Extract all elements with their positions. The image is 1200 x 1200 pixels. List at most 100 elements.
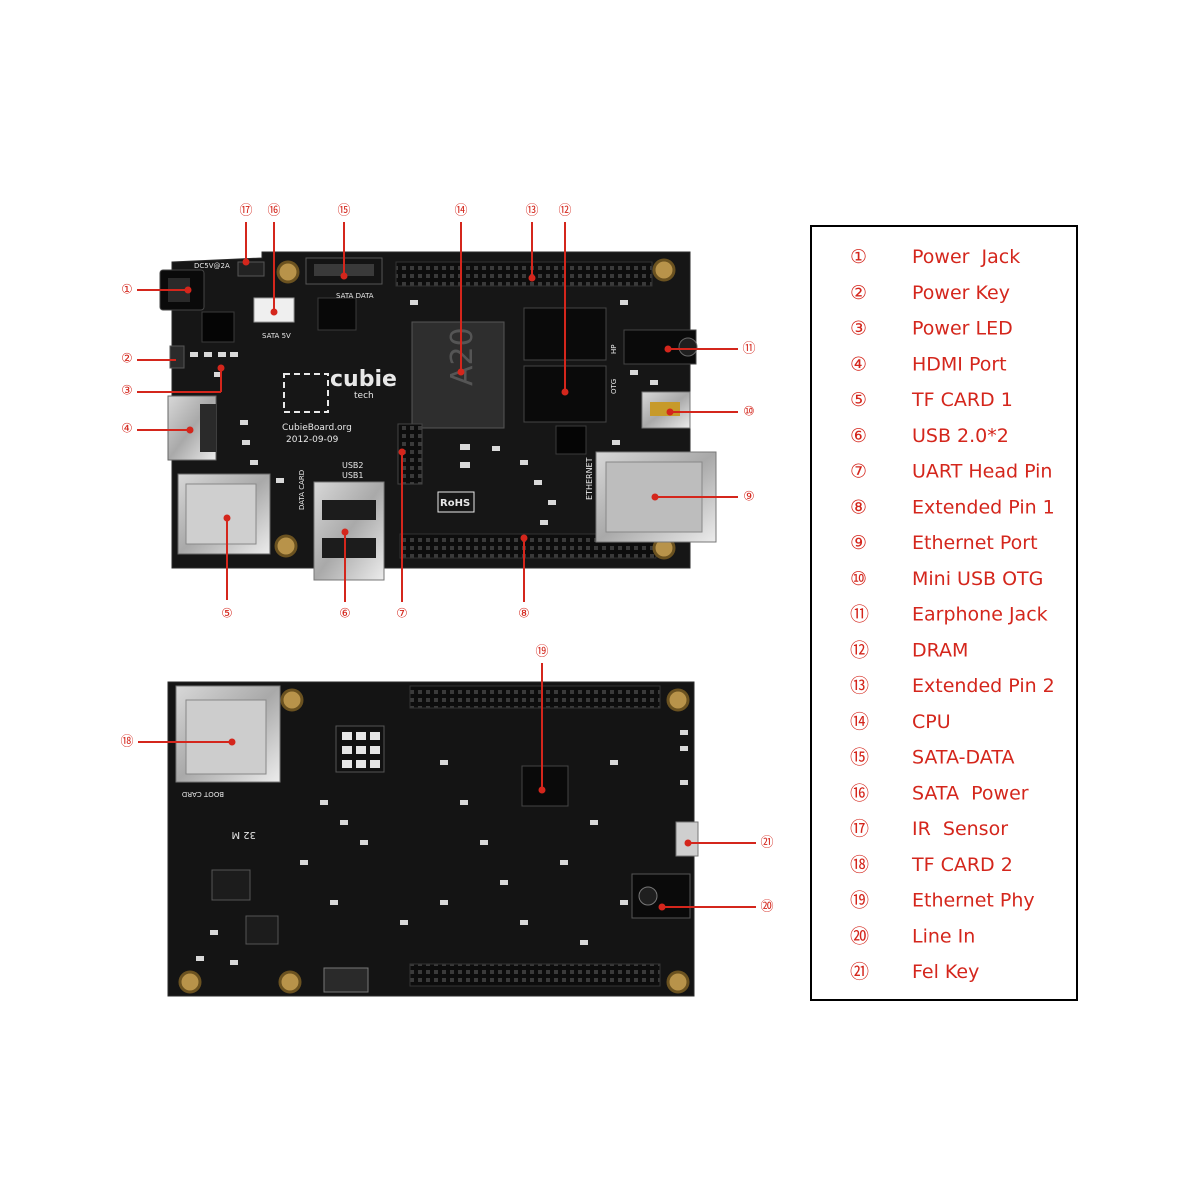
- silk-otg: OTG: [610, 379, 618, 394]
- legend-number: ⑳: [850, 925, 869, 947]
- extended-pin-2-header: [395, 261, 653, 287]
- legend-label: Line In: [912, 925, 975, 947]
- ethernet-phy-chip: [521, 765, 569, 807]
- callout-14: ⑭: [454, 204, 467, 219]
- usb-port-1-opening: [322, 500, 376, 520]
- legend-label: SATA Power: [912, 782, 1029, 804]
- silk-hp: HP: [610, 345, 618, 355]
- legend-number: ⑥: [850, 425, 867, 447]
- silk-dc: DC5V@2A: [194, 262, 230, 270]
- leader-dot: [242, 258, 250, 266]
- callout-20: ⑳: [760, 900, 773, 915]
- leader-dot: [398, 448, 406, 456]
- connector-small: [323, 967, 369, 993]
- leader-dot: [341, 528, 349, 536]
- leader-dot: [520, 534, 528, 542]
- rohs-logo: [437, 491, 475, 513]
- legend-label: Power Jack: [912, 246, 1020, 268]
- pmu-chip: [201, 311, 235, 343]
- mounting-hole: [276, 260, 300, 284]
- mounting-hole: [280, 688, 304, 712]
- legend-label: Ethernet Port: [912, 532, 1038, 554]
- power-key: [169, 345, 185, 369]
- legend-number: ⑯: [850, 782, 869, 804]
- mounting-hole: [278, 970, 302, 994]
- legend-row: ⑭ CPU: [850, 711, 951, 733]
- leader-dot: [228, 738, 236, 746]
- callout-13: ⑬: [525, 204, 538, 219]
- legend-label: CPU: [912, 711, 951, 733]
- leader-dot: [666, 408, 674, 416]
- mounting-hole: [666, 688, 690, 712]
- legend-frame: [810, 225, 1078, 1001]
- regulator-chip: [317, 297, 357, 331]
- leader-dot: [223, 514, 231, 522]
- legend-number: ⑩: [850, 568, 867, 590]
- cubie-logo-frame: [283, 373, 329, 413]
- callout-6: ⑥: [339, 607, 351, 622]
- leader-dot: [340, 272, 348, 280]
- legend-number: ⑪: [850, 604, 869, 626]
- fel-key: [675, 821, 699, 857]
- bottom-pin-header-bottom: [409, 963, 661, 987]
- legend-number: ⑭: [850, 711, 869, 733]
- legend-label: Power LED: [912, 318, 1013, 340]
- ir-sensor: [237, 261, 265, 277]
- silk-data-card: DATA CARD: [298, 470, 306, 510]
- silk-brand-top: cubie: [330, 367, 397, 392]
- mounting-hole: [666, 970, 690, 994]
- pin-block-pads: [342, 732, 380, 768]
- tf-card-2-slot-cover: [185, 699, 267, 775]
- legend-number: ⑧: [850, 496, 867, 518]
- leader-dot: [528, 274, 536, 282]
- smd-components: [190, 300, 658, 525]
- silk-usb1: USB1: [342, 471, 364, 480]
- legend-number: ④: [850, 353, 867, 375]
- legend-label: HDMI Port: [912, 353, 1007, 375]
- legend-label: Fel Key: [912, 961, 979, 983]
- legend-number: ⑦: [850, 461, 867, 483]
- callout-9: ⑨: [743, 490, 755, 505]
- legend-label: IR Sensor: [912, 818, 1008, 840]
- mounting-hole: [652, 258, 676, 282]
- legend-label: Mini USB OTG: [912, 568, 1043, 590]
- legend-label: Extended Pin 2: [912, 675, 1055, 697]
- inductor: [245, 915, 279, 945]
- silk-ethernet: ETHERNET: [585, 457, 594, 500]
- leader-dot: [186, 426, 194, 434]
- callout-lines: [137, 222, 756, 911]
- legend-row: ③ Power LED: [850, 318, 1013, 340]
- legend-number: ③: [850, 318, 867, 340]
- silk-boot-card: BOOT CARD: [182, 790, 224, 798]
- callout-18: ⑱: [120, 735, 133, 750]
- legend-row: ⑯ SATA Power: [850, 782, 1029, 804]
- silk-sata-data: SATA DATA: [336, 292, 374, 300]
- callout-11: ⑪: [742, 342, 755, 357]
- leader-dot: [664, 345, 672, 353]
- callout-12: ⑫: [558, 204, 571, 219]
- smd-components: [196, 730, 688, 965]
- silk-chip: A20: [445, 327, 480, 386]
- leader-dot: [561, 388, 569, 396]
- silk-rohs: RoHS: [440, 498, 470, 509]
- callout-3: ③: [121, 384, 133, 399]
- mounting-hole: [178, 970, 202, 994]
- callout-8: ⑧: [518, 607, 530, 622]
- callout-numbers: ① ② ③ ④ ⑤ ⑥ ⑦ ⑧ ⑨ ⑩ ⑪ ⑫ ⑬ ⑭ ⑮ ⑯ ⑰ ⑱ ⑲ ⑳ …: [120, 204, 773, 915]
- line-in-socket: [638, 886, 658, 906]
- callout-1: ①: [121, 283, 133, 298]
- silk-date: 2012-09-09: [286, 435, 339, 445]
- legend-number: ⑫: [850, 639, 869, 661]
- leader-dot: [684, 839, 692, 847]
- legend-number: ②: [850, 282, 867, 304]
